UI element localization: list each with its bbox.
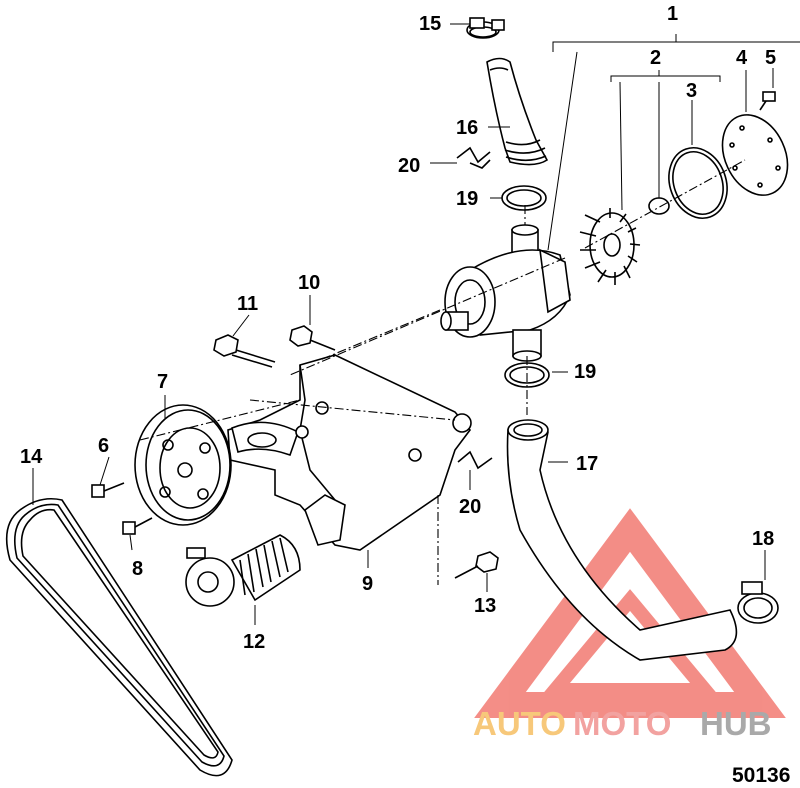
bolt-13 [454, 551, 499, 579]
gasket-3 [668, 147, 728, 219]
label-5: 5 [765, 47, 776, 69]
pulley-7 [134, 404, 232, 526]
lower-hose-17 [506, 419, 738, 661]
clip-20-top [456, 146, 491, 164]
hose-clamp-15 [466, 17, 505, 39]
seawater-pump-body [440, 224, 571, 362]
cover-screw-5 [759, 91, 776, 111]
label-4: 4 [736, 47, 748, 69]
watermark-text: AUTO MOTO HUB [473, 705, 772, 742]
bolt-8 [122, 517, 153, 535]
label-11: 11 [237, 293, 258, 315]
label-7: 7 [157, 371, 168, 393]
label-9: 9 [362, 573, 373, 595]
kit-bracket-1 [552, 34, 800, 52]
label-20-top: 20 [398, 155, 420, 177]
kit-bracket-2 [610, 70, 721, 82]
leader-lines [32, 23, 774, 625]
bolt-6 [91, 482, 125, 498]
label-13: 13 [474, 595, 496, 617]
label-19-top: 19 [456, 188, 478, 210]
serpentine-belt-14 [5, 497, 233, 777]
label-12: 12 [243, 631, 265, 653]
label-17: 17 [576, 453, 598, 475]
watermark-moto: MOTO [573, 705, 671, 742]
belt-tensioner-12 [185, 534, 301, 607]
label-6: 6 [98, 435, 109, 457]
label-18: 18 [752, 528, 774, 550]
watermark-auto: AUTO [473, 705, 566, 742]
mounting-bracket-9 [227, 354, 472, 551]
label-1: 1 [667, 3, 678, 25]
watermark-hub: HUB [700, 705, 772, 742]
figure-number: 50136 [732, 764, 790, 787]
label-20-bottom: 20 [459, 496, 481, 518]
assembly-centerlines [139, 159, 746, 585]
impeller [579, 208, 641, 285]
clip-20-top-b [469, 159, 491, 169]
label-14: 14 [20, 446, 43, 468]
label-16: 16 [456, 117, 478, 139]
label-10: 10 [298, 272, 320, 294]
pump-cover-4 [721, 114, 789, 196]
clip-20-bottom [457, 450, 493, 470]
hose-clamp-18 [737, 581, 779, 624]
bolt-10 [289, 325, 336, 351]
part-labels: 1 2 3 4 5 6 7 8 9 10 11 12 13 14 15 16 1… [20, 3, 776, 653]
label-3: 3 [686, 80, 697, 102]
label-15: 15 [419, 13, 441, 35]
label-8: 8 [132, 558, 143, 580]
bolt-11 [213, 334, 276, 368]
upper-hose [486, 57, 549, 166]
label-19-bottom: 19 [574, 361, 596, 383]
label-2: 2 [650, 47, 661, 69]
